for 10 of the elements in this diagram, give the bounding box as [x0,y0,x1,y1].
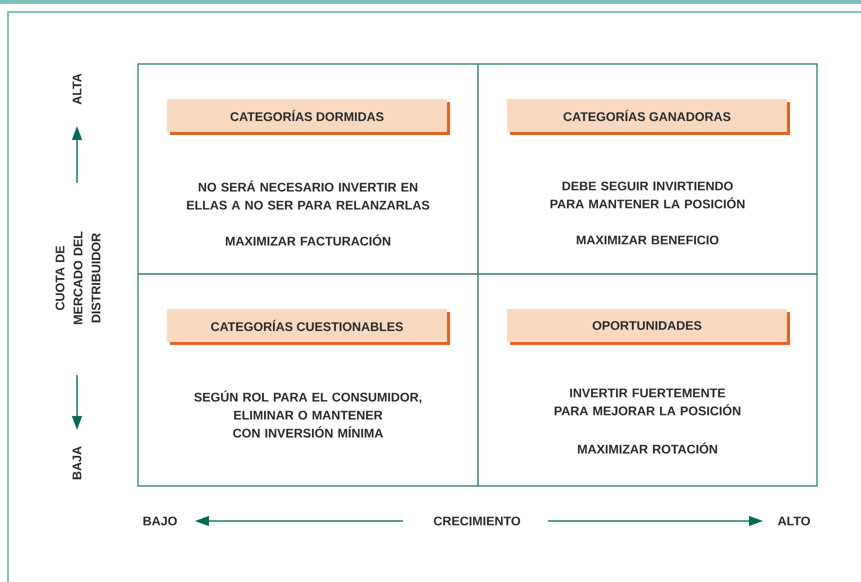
axis-label: ALTA [72,74,82,104]
category-header: CATEGORÍAS DORMIDAS [167,99,450,135]
axis-label: BAJA [72,446,82,480]
axis-title: CRECIMIENTO [434,516,520,526]
category-header: OPORTUNIDADES [507,309,790,345]
axis-label: BAJO [143,516,177,526]
axis-label: ALTO [778,516,810,526]
category-header: CATEGORÍAS GANADORAS [507,99,790,135]
axis-title: CUOTA DE MERCADO DEL DISTRIBUIDOR [56,232,100,324]
category-header: CATEGORÍAS CUESTIONABLES [167,309,450,345]
